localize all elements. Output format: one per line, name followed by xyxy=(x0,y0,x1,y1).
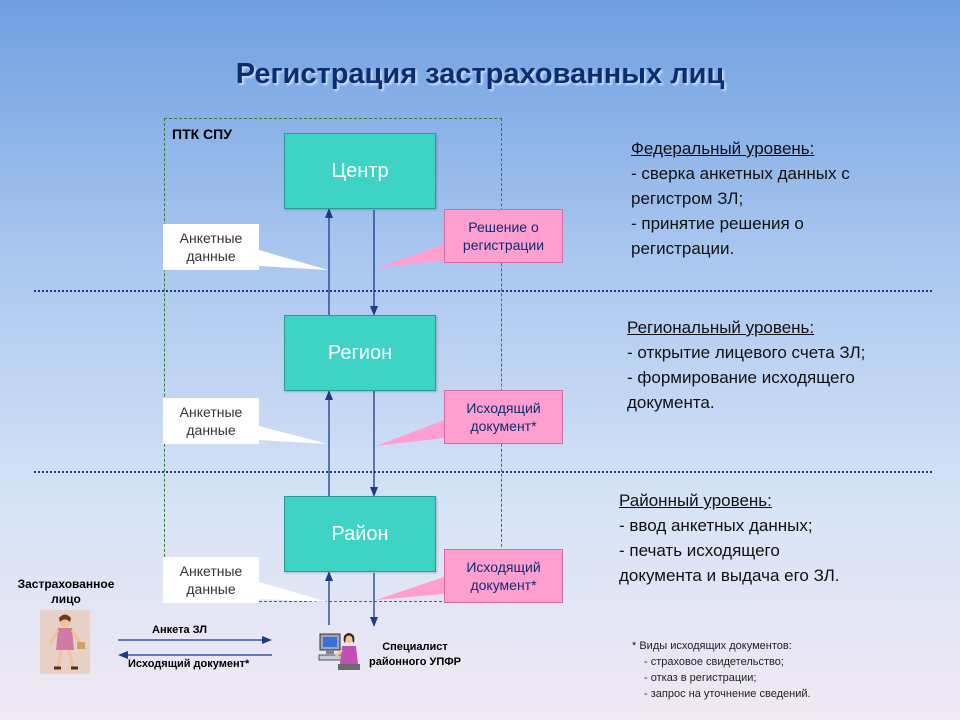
callout-text: Анкетные данные xyxy=(179,563,243,597)
callout-text: Анкетные данные xyxy=(179,230,243,264)
callout-iskhod-2: Исходящий документ* xyxy=(444,549,563,603)
district-line: документа и выдача его ЗЛ. xyxy=(619,566,840,585)
flow-label-iskhod: Исходящий документ* xyxy=(128,658,250,670)
district-line: - печать исходящего xyxy=(619,541,780,560)
footnote-item: - отказ в регистрации; xyxy=(644,672,757,684)
level-box-region: Регион xyxy=(284,315,436,391)
callout-iskhod-1: Исходящий документ* xyxy=(444,390,563,444)
footnote-item: - страховое свидетельство; xyxy=(644,656,784,668)
regional-line: документа. xyxy=(627,393,715,412)
callout-anketnye-data-1: Анкетные данные xyxy=(163,224,259,270)
callout-text: Исходящий документ* xyxy=(466,559,541,593)
district-line: - ввод анкетных данных; xyxy=(619,516,813,535)
federal-regional-divider xyxy=(34,290,932,292)
federal-level-description: Федеральный уровень: - сверка анкетных д… xyxy=(631,136,850,261)
level-box-center: Центр xyxy=(284,133,436,209)
arrowhead-up-3 xyxy=(325,571,333,581)
callout-reshenie: Решение о регистрации xyxy=(444,209,563,263)
flow-arrowhead-iskhod xyxy=(118,651,128,659)
callout-text: Анкетные данные xyxy=(179,404,243,438)
arrowhead-down-2 xyxy=(370,487,378,497)
callout-pointer-reshenie xyxy=(376,244,444,268)
footnote-title: * Виды исходящих документов: xyxy=(632,640,792,652)
footnote: * Виды исходящих документов: - страховое… xyxy=(632,638,811,702)
specialist-at-computer-icon xyxy=(318,633,360,670)
federal-line: - принятие решения о xyxy=(631,214,804,233)
regional-level-description: Региональный уровень: - открытие лицевог… xyxy=(627,315,865,415)
flow-label-anketa: Анкета ЗЛ xyxy=(152,624,207,636)
ptk-spu-frame xyxy=(164,118,502,602)
regional-line: - формирование исходящего xyxy=(627,368,855,387)
callout-pointer-iskhod-1 xyxy=(376,420,444,446)
callout-anketnye-data-3: Анкетные данные xyxy=(163,557,259,603)
arrowhead-up-2 xyxy=(325,390,333,400)
district-level-description: Районный уровень: - ввод анкетных данных… xyxy=(619,488,840,588)
callout-pointer-anketnye-1 xyxy=(259,250,328,270)
arrowhead-up-1 xyxy=(325,208,333,218)
federal-level-heading: Федеральный уровень: xyxy=(631,139,815,158)
specialist-label: Специалист районного УПФР xyxy=(368,641,461,668)
federal-line: регистром ЗЛ; xyxy=(631,189,744,208)
regional-level-heading: Региональный уровень: xyxy=(627,318,815,337)
callout-pointer-anketnye-2 xyxy=(259,426,328,444)
callout-pointer-anketnye-3 xyxy=(259,582,328,602)
insured-person-label: Застрахованное лицо xyxy=(17,577,115,606)
callout-pointer-iskhod-2 xyxy=(376,577,444,600)
federal-line: регистрации. xyxy=(631,239,735,258)
callout-text: Решение о регистрации xyxy=(462,219,545,253)
callout-text: Исходящий документ* xyxy=(466,400,541,434)
arrowhead-down-3 xyxy=(370,617,378,627)
level-box-district: Район xyxy=(284,496,436,572)
footnote-item: - запрос на уточнение сведений. xyxy=(644,688,811,700)
arrowhead-down-1 xyxy=(370,306,378,316)
district-level-heading: Районный уровень: xyxy=(619,491,772,510)
regional-district-divider xyxy=(34,471,932,473)
callout-anketnye-data-2: Анкетные данные xyxy=(163,398,259,444)
slide-title: Регистрация застрахованных лиц xyxy=(235,58,725,90)
flow-arrowhead-anketa xyxy=(262,636,272,644)
walking-woman-icon xyxy=(40,610,90,674)
ptk-spu-label: ПТК СПУ xyxy=(172,126,232,142)
regional-line: - открытие лицевого счета ЗЛ; xyxy=(627,343,866,362)
federal-line: - сверка анкетных данных с xyxy=(631,164,850,183)
